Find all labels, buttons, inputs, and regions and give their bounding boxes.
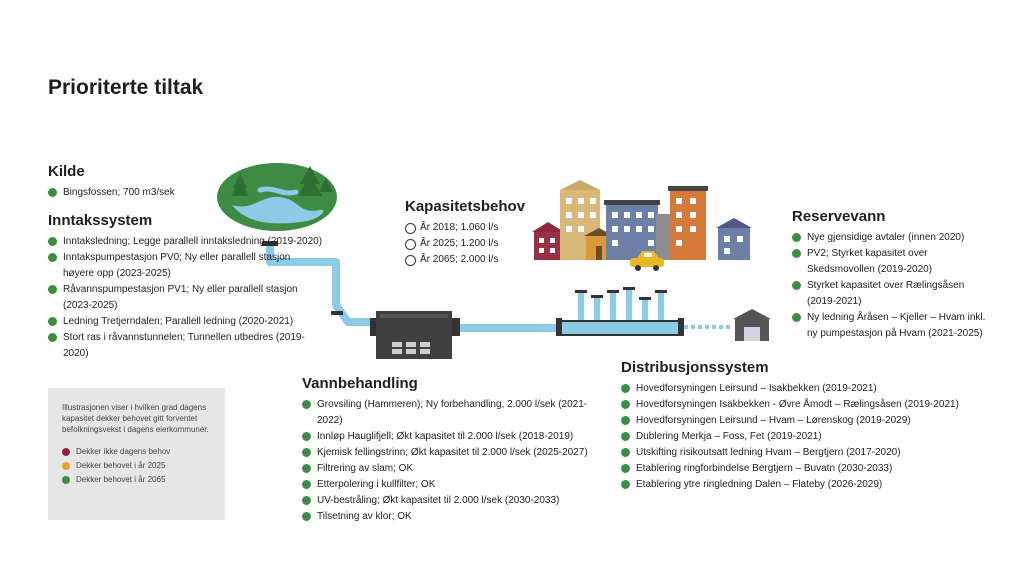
- list-item: Dublering Merkja – Foss, Fet (2019-2021): [621, 429, 991, 445]
- list-item: UV-bestråling; Økt kapasitet til 2.000 l…: [302, 493, 602, 509]
- section-kapasitetsbehov: Kapasitetsbehov År 2018; 1.060 l/s År 20…: [405, 198, 535, 268]
- town-icon: [532, 180, 752, 271]
- section-distribusjonssystem: Distribusjonssystem Hovedforsyningen Lei…: [621, 359, 991, 493]
- status-dot-icon: [48, 188, 57, 197]
- status-dot-icon: [302, 448, 311, 457]
- section-vannbehandling: Vannbehandling Grovsiling (Hammeren); Ny…: [302, 375, 602, 525]
- status-dot-icon: [302, 464, 311, 473]
- list-item: Inntakspumpestasjon PV0; Ny eller parall…: [48, 250, 323, 282]
- kilde-list: Bingsfossen; 700 m3/sek: [48, 185, 268, 201]
- vannbehandling-list: Grovsiling (Hammeren); Ny forbehandling,…: [302, 397, 602, 525]
- legend-box: Illustrasjonen viser i hvilken grad dage…: [48, 388, 225, 520]
- list-item: Innløp Hauglifjell; Økt kapasitet til 2.…: [302, 429, 602, 445]
- distribution-manifold-icon: [556, 287, 732, 336]
- status-dot-icon: [302, 480, 311, 489]
- legend-entry: Dekker behovet i år 2025: [62, 459, 213, 473]
- list-item: Grovsiling (Hammeren); Ny forbehandling,…: [302, 397, 602, 429]
- status-dot-icon: [302, 512, 311, 521]
- status-dot-icon: [621, 448, 630, 457]
- vannbehandling-title: Vannbehandling: [302, 375, 418, 392]
- list-item: Hovedforsyningen Isakbekken - Øvre Åmodt…: [621, 397, 991, 413]
- section-kilde: Kilde Bingsfossen; 700 m3/sek: [48, 163, 268, 201]
- status-dot-icon: [302, 432, 311, 441]
- pump-house-icon: [733, 309, 771, 341]
- list-item: Etablering ringforbindelse Bergtjern – B…: [621, 461, 991, 477]
- lake-forest-icon: [217, 163, 337, 231]
- section-inntakssystem: Inntakssystem Inntaksledning; Legge para…: [48, 212, 323, 362]
- list-item: Råvannspumpestasjon PV1; Ny eller parall…: [48, 282, 323, 314]
- list-item: Styrket kapasitet over Rælingsåsen (2019…: [792, 278, 992, 310]
- list-item: PV2; Styrket kapasitet over Skedsmovolle…: [792, 246, 992, 278]
- intake-pipe: [262, 241, 370, 326]
- status-dot-icon: [792, 281, 801, 290]
- section-reservevann: Reservevann Nye gjensidige avtaler (inne…: [792, 208, 992, 342]
- list-item: Etterpolering i kullfilter; OK: [302, 477, 602, 493]
- status-dot-icon: [792, 233, 801, 242]
- kapasitetsbehov-list: År 2018; 1.060 l/s År 2025; 1.200 l/s År…: [405, 220, 535, 268]
- list-item: Filtrering av slam; OK: [302, 461, 602, 477]
- list-item: År 2025; 1.200 l/s: [405, 236, 535, 252]
- page-title: Prioriterte tiltak: [48, 76, 204, 99]
- ring-bullet-icon: [405, 223, 416, 234]
- treatment-plant-icon: [370, 311, 460, 359]
- list-item: Tilsetning av klor; OK: [302, 509, 602, 525]
- list-item: Etablering ytre ringledning Dalen – Flat…: [621, 477, 991, 493]
- status-dot-icon: [621, 400, 630, 409]
- list-item: Ny ledning Åråsen – Kjeller – Hvam inkl.…: [792, 310, 992, 342]
- list-item: Inntaksledning; Legge parallell inntaksl…: [48, 234, 323, 250]
- kilde-title: Kilde: [48, 163, 85, 180]
- status-dot-icon: [621, 464, 630, 473]
- distribusjonssystem-list: Hovedforsyningen Leirsund – Isakbekken (…: [621, 381, 991, 493]
- list-item: Ledning Tretjerndalen; Parallell ledning…: [48, 314, 323, 330]
- list-item: År 2065; 2.000 l/s: [405, 252, 535, 268]
- status-dot-icon: [48, 317, 57, 326]
- status-dot-icon: [621, 432, 630, 441]
- list-item: Hovedforsyningen Leirsund – Hvam – Løren…: [621, 413, 991, 429]
- list-item: Stort ras i råvannstunnelen; Tunnellen u…: [48, 330, 323, 362]
- list-item: Kjemisk fellingstrinn; Økt kapasitet til…: [302, 445, 602, 461]
- list-item: Nye gjensidige avtaler (innen 2020): [792, 230, 992, 246]
- legend-entry: Dekker behovet i år 2065: [62, 473, 213, 487]
- status-dot-icon: [792, 313, 801, 322]
- kapasitetsbehov-title: Kapasitetsbehov: [405, 198, 526, 215]
- status-dot-icon: [48, 333, 57, 342]
- status-dot-icon: [621, 416, 630, 425]
- status-dot-icon: [302, 496, 311, 505]
- ring-bullet-icon: [405, 255, 416, 266]
- list-item: Bingsfossen; 700 m3/sek: [48, 185, 268, 201]
- list-item: Hovedforsyningen Leirsund – Isakbekken (…: [621, 381, 991, 397]
- status-dot-icon: [48, 237, 57, 246]
- reservevann-title: Reservevann: [792, 208, 886, 225]
- main-pipe: [460, 324, 562, 332]
- reservevann-list: Nye gjensidige avtaler (innen 2020) PV2;…: [792, 230, 992, 342]
- green-dot-icon: [62, 476, 70, 484]
- legend-entry: Dekker ikke dagens behov: [62, 445, 213, 459]
- inntakssystem-list: Inntaksledning; Legge parallell inntaksl…: [48, 234, 323, 362]
- status-dot-icon: [302, 400, 311, 409]
- yellow-dot-icon: [62, 462, 70, 470]
- red-dot-icon: [62, 448, 70, 456]
- inntakssystem-title: Inntakssystem: [48, 212, 153, 229]
- status-dot-icon: [621, 384, 630, 393]
- status-dot-icon: [621, 480, 630, 489]
- legend-description: Illustrasjonen viser i hvilken grad dage…: [62, 403, 209, 434]
- list-item: År 2018; 1.060 l/s: [405, 220, 535, 236]
- status-dot-icon: [48, 253, 57, 262]
- status-dot-icon: [792, 249, 801, 258]
- list-item: Utskifting risikoutsatt ledning Hvam – B…: [621, 445, 991, 461]
- distribusjonssystem-title: Distribusjonssystem: [621, 359, 769, 376]
- status-dot-icon: [48, 285, 57, 294]
- ring-bullet-icon: [405, 239, 416, 250]
